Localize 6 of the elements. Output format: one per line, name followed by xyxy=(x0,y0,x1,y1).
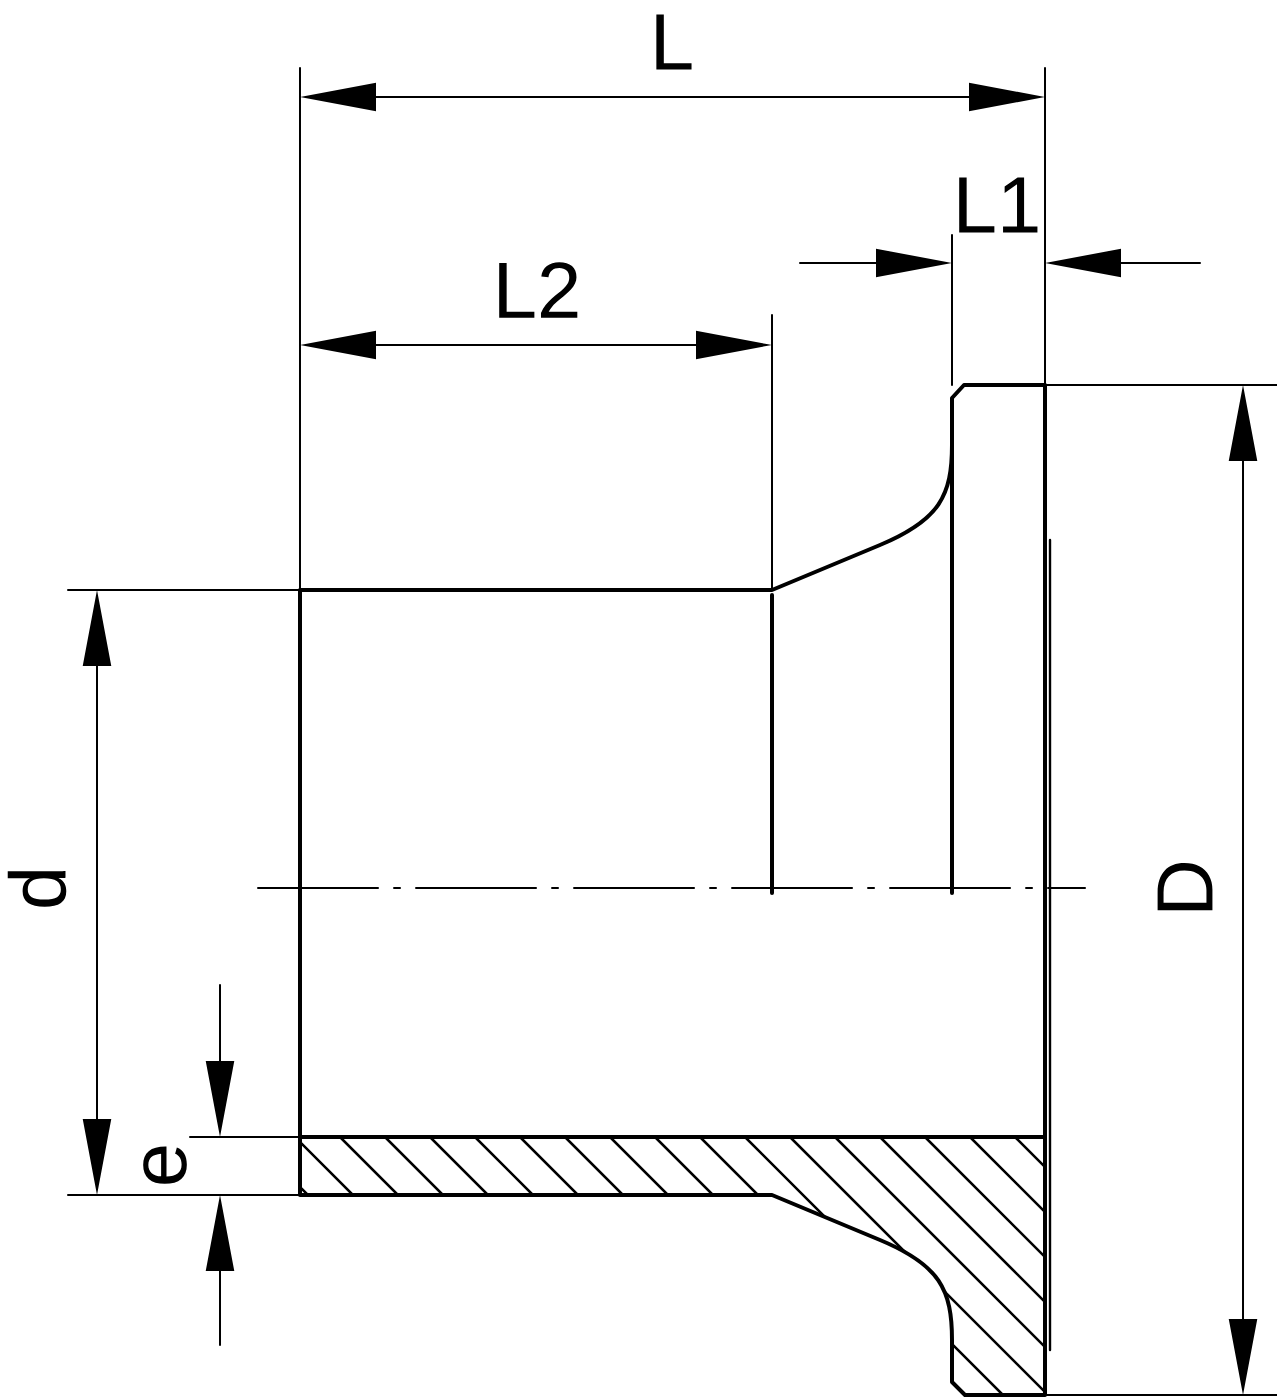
dimension-label: d xyxy=(7,871,67,907)
dimension-label: L2 xyxy=(499,262,578,318)
dimension-label: L xyxy=(656,14,692,70)
dimension-label: e xyxy=(143,1146,187,1184)
dimension-label: L1 xyxy=(959,177,1038,233)
dimension-label: D xyxy=(1157,863,1213,911)
